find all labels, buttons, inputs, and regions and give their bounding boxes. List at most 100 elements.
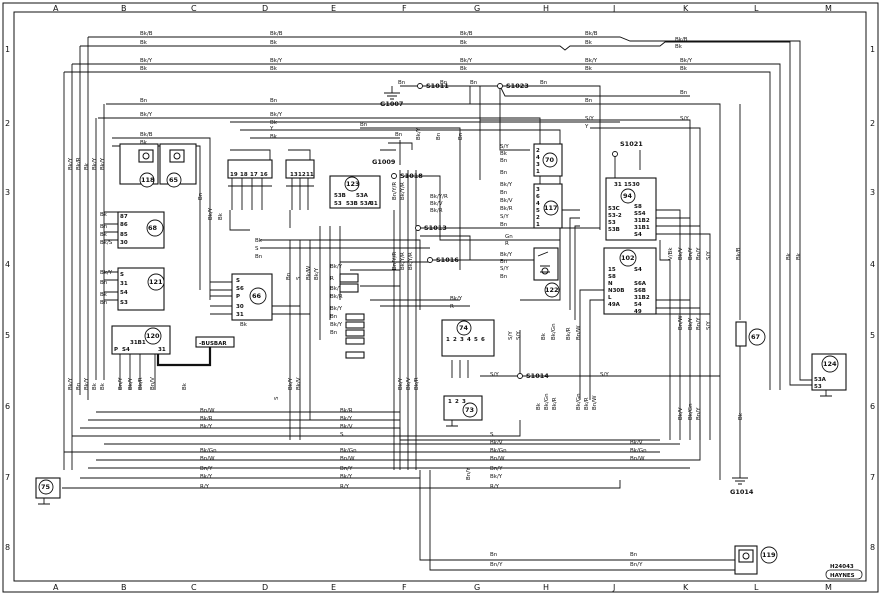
wire-label: Bk/V bbox=[490, 440, 503, 446]
svg-text:85: 85 bbox=[120, 232, 128, 238]
wire-label: R/Y bbox=[490, 484, 500, 490]
wire-label: Bk/R bbox=[138, 377, 144, 390]
svg-text:31: 31 bbox=[236, 312, 244, 318]
wire-label: Bk/Gn bbox=[576, 393, 582, 410]
wire-label: Bn/Y bbox=[490, 562, 503, 568]
component-67-label: 67 bbox=[751, 333, 760, 341]
wire-label: Bn bbox=[270, 98, 278, 104]
wire-label: Bk/R bbox=[330, 294, 343, 300]
wire-label: R bbox=[450, 304, 454, 310]
wire-label: Bn bbox=[440, 80, 448, 86]
svg-text:2: 2 bbox=[455, 399, 459, 405]
component-70: 2 4 3 1 70 bbox=[533, 143, 563, 177]
wire-label: Bk/Y/R bbox=[430, 194, 448, 200]
grid-col-bottom-G: G bbox=[474, 583, 480, 592]
svg-text:31: 31 bbox=[614, 182, 622, 188]
wire-label: Bn bbox=[490, 552, 498, 558]
wire-label: Bk/R bbox=[584, 397, 590, 410]
wire-label: Bn/W bbox=[678, 315, 684, 330]
wire-label: Bk bbox=[92, 382, 98, 390]
wire-label: Bn/Y bbox=[490, 466, 503, 472]
wire-label: Bk/Y bbox=[68, 377, 74, 390]
grid-row-right-3: 3 bbox=[870, 188, 875, 197]
wire-label: Bk bbox=[240, 322, 248, 328]
wire-label: Bk/Gn bbox=[551, 323, 557, 340]
wire-label: Bn bbox=[330, 330, 338, 336]
wire-label: Bn/Y bbox=[688, 247, 694, 260]
splice-s1018-dot bbox=[391, 173, 397, 179]
svg-text:53B: 53B bbox=[334, 193, 346, 199]
grid-col-top-M: M bbox=[825, 4, 832, 13]
wire-label: Bk bbox=[84, 162, 90, 170]
wire-label: Bk/V bbox=[430, 201, 443, 207]
wire-label: R bbox=[330, 276, 334, 282]
svg-text:S: S bbox=[236, 278, 240, 284]
wire-label: S bbox=[340, 432, 344, 438]
wire-label: Bk/Gn bbox=[340, 448, 357, 454]
grid-col-top-H: H bbox=[543, 4, 549, 13]
splice-s1021-label: S1021 bbox=[620, 140, 643, 148]
wire-label: Bn bbox=[680, 90, 688, 96]
wire-label: Bk/Y bbox=[450, 296, 463, 302]
component-102: 102 15 S8 N N30B L 49A S4 S6A S6B 31B2 5… bbox=[603, 247, 657, 315]
wire-label: Bn/W bbox=[200, 456, 215, 462]
svg-text:54: 54 bbox=[634, 302, 642, 308]
wires bbox=[62, 36, 812, 571]
grid-col-bottom-K: K bbox=[683, 583, 689, 592]
wire-label: Bk/Y bbox=[500, 182, 513, 188]
component-120-label: 120 bbox=[146, 332, 160, 340]
wire-label: Bn/Y bbox=[466, 467, 472, 480]
wire-label: Bk bbox=[100, 232, 108, 238]
component-73: 1 2 3 73 bbox=[443, 395, 483, 427]
wire-label: Bk bbox=[675, 44, 683, 50]
svg-text:2: 2 bbox=[536, 148, 540, 154]
wire-label: Bn/Y bbox=[696, 247, 702, 260]
wire-label: Bk/Y/R bbox=[408, 252, 414, 270]
component-117: 3 6 4 5 2 1 117 bbox=[533, 183, 563, 229]
inner-frame bbox=[13, 11, 867, 582]
svg-text:53C: 53C bbox=[608, 206, 620, 212]
grid-col-bottom-M: M bbox=[825, 583, 832, 592]
wire-label: Bn bbox=[500, 190, 508, 196]
wire-label: Y bbox=[269, 126, 274, 132]
wire-label: S bbox=[274, 396, 280, 400]
wire-label: Bn/Y bbox=[630, 562, 643, 568]
svg-text:31B2: 31B2 bbox=[634, 295, 650, 301]
grid-col-top-F: F bbox=[402, 4, 407, 13]
svg-text:5: 5 bbox=[474, 337, 478, 343]
wire-label: Bk/Y bbox=[200, 424, 213, 430]
svg-text:2: 2 bbox=[536, 215, 540, 221]
wire-label: Bk/R bbox=[500, 206, 513, 212]
wire-label: Bk bbox=[255, 238, 263, 244]
svg-text:49A: 49A bbox=[608, 302, 621, 308]
wire-label: Bk/B bbox=[140, 132, 153, 138]
component-121-label: 121 bbox=[149, 278, 163, 286]
wire-label: Bn/Y bbox=[340, 466, 353, 472]
relay-number-18: 18 bbox=[240, 172, 248, 178]
wire-label: Bn bbox=[100, 224, 108, 230]
svg-text:53A: 53A bbox=[360, 201, 373, 207]
svg-text:30: 30 bbox=[632, 182, 640, 188]
wire-label: Bk bbox=[796, 252, 802, 260]
wire-label: Bk bbox=[536, 402, 542, 410]
grid-row-right-5: 5 bbox=[870, 331, 875, 340]
svg-text:4: 4 bbox=[536, 155, 540, 161]
wire-label: Bn bbox=[255, 254, 263, 260]
svg-text:S54: S54 bbox=[634, 211, 646, 217]
grid-col-top-C: C bbox=[191, 4, 197, 13]
grid-row-left-1: 1 bbox=[5, 45, 10, 54]
component-75: 75 bbox=[35, 477, 61, 505]
connector-block-left bbox=[339, 273, 365, 359]
grid-col-bottom-C: C bbox=[191, 583, 197, 592]
relay-number-13: 13 bbox=[290, 172, 298, 178]
wire-label: Bk/Y/R bbox=[330, 286, 348, 292]
wire-label: S/Y bbox=[516, 331, 522, 340]
grid-col-top-G: G bbox=[474, 4, 480, 13]
drawing-number: H24043 bbox=[830, 564, 854, 570]
component-123: 123 53B 53A 53 53B 53A 31 bbox=[329, 175, 381, 209]
wire-label: Bk bbox=[585, 40, 593, 46]
wire-label: Bn/W bbox=[200, 408, 215, 414]
svg-text:4: 4 bbox=[536, 201, 540, 207]
